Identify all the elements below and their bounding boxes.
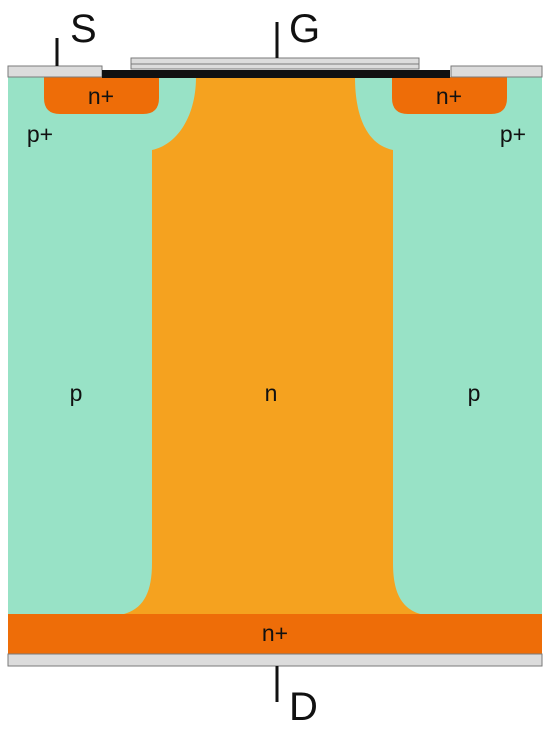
n-plus-source-right: [392, 77, 507, 114]
source-metal-right: [450, 65, 543, 78]
p-plus-left-label: p+: [27, 121, 53, 147]
n-plus-source-left-label: n+: [88, 83, 114, 109]
drain-metal: [7, 653, 543, 667]
n-plus-substrate-label: n+: [262, 620, 288, 646]
n-plus-source-right-label: n+: [436, 83, 462, 109]
n-drift-column: [114, 77, 430, 616]
source-metal-left: [7, 65, 103, 78]
p-left-label: p: [70, 380, 83, 406]
drain-terminal-label: D: [289, 685, 318, 729]
p-right-label: p: [468, 380, 481, 406]
n-plus-source-left: [44, 77, 159, 114]
source-terminal-label: S: [70, 7, 97, 51]
n-drift-label: n: [265, 380, 278, 406]
gate-oxide: [102, 70, 450, 78]
n-plus-substrate: [8, 614, 542, 654]
gate-terminal-label: G: [289, 7, 320, 51]
p-plus-right-label: p+: [500, 121, 526, 147]
